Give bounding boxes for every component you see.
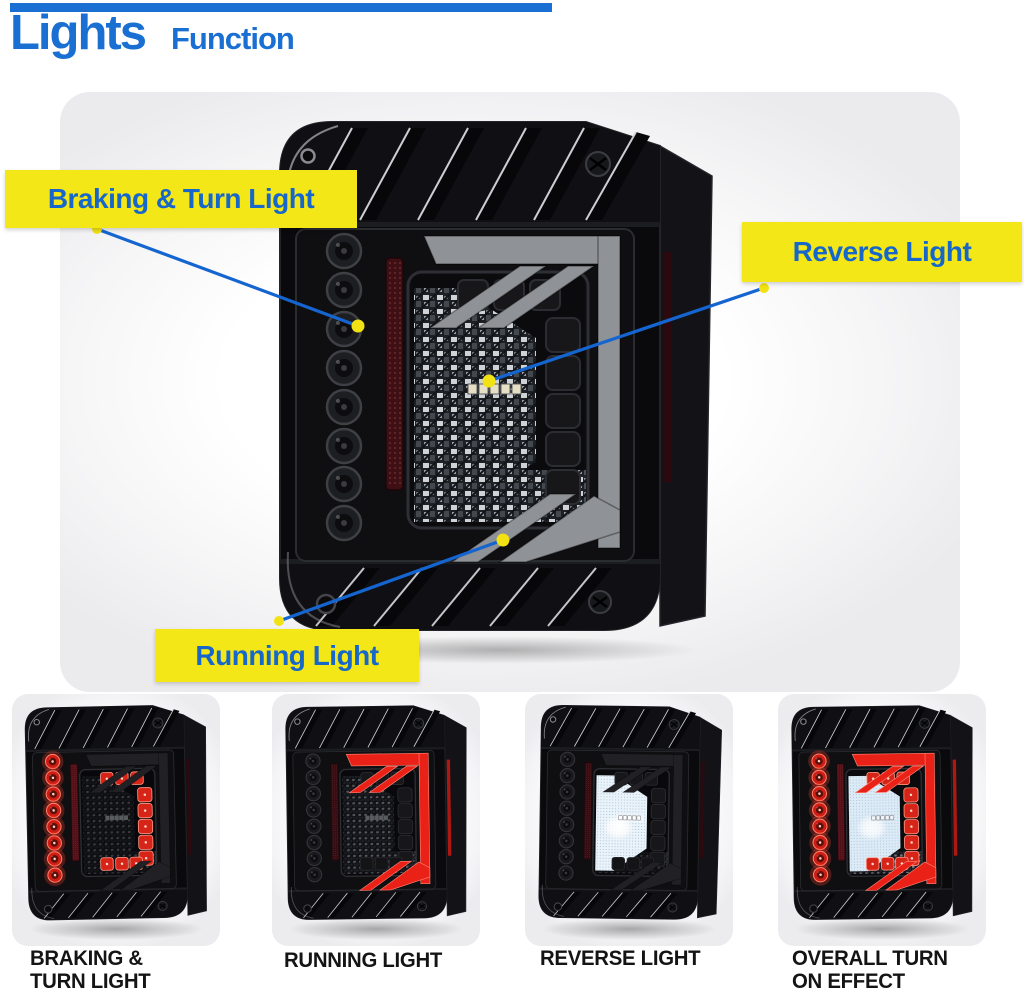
thumbnail-reverse-image xyxy=(533,701,724,932)
caption-line: RUNNING LIGHT xyxy=(284,949,443,972)
callout-label-running-text: Running Light xyxy=(195,639,379,671)
thumbnail-caption-reverse: REVERSE LIGHT xyxy=(540,947,701,970)
thumbnail-reverse xyxy=(525,694,733,948)
thumbnail-caption-running: RUNNING LIGHT xyxy=(284,949,442,972)
callout-label-reverse: Reverse Light xyxy=(742,222,1022,282)
thumbnail-overall xyxy=(778,694,986,948)
title-subtitle: Function xyxy=(170,21,295,56)
title-main: Lights xyxy=(10,6,147,60)
thumbnail-shadow xyxy=(543,918,715,940)
thumbnail-running-image xyxy=(280,701,471,932)
caption-line: BRAKING & xyxy=(30,947,143,970)
caption-line: REVERSE LIGHT xyxy=(540,947,701,970)
thumbnail-shadow xyxy=(796,918,968,940)
callout-label-braking: Braking & Turn Light xyxy=(5,170,357,228)
thumbnail-shadow xyxy=(290,918,462,940)
thumbnail-shadow xyxy=(30,918,202,940)
thumbnail-braking xyxy=(12,694,220,948)
caption-line: ON EFFECT xyxy=(792,970,905,993)
thumbnail-caption-braking: BRAKING & TURN LIGHT xyxy=(30,947,151,993)
callout-label-braking-text: Braking & Turn Light xyxy=(47,183,315,214)
callout-label-reverse-text: Reverse Light xyxy=(792,236,972,267)
thumbnail-overall-image xyxy=(786,701,977,932)
thumbnail-braking-image xyxy=(20,700,213,932)
thumbnail-running xyxy=(272,694,480,948)
page-title: Lights Function xyxy=(10,6,295,60)
callout-label-running: Running Light xyxy=(155,629,419,682)
thumbnail-caption-overall: OVERALL TURN ON EFFECT xyxy=(792,947,948,993)
caption-line: TURN LIGHT xyxy=(30,970,151,993)
title-accent-bar xyxy=(10,3,552,12)
caption-line: OVERALL TURN xyxy=(792,947,948,970)
